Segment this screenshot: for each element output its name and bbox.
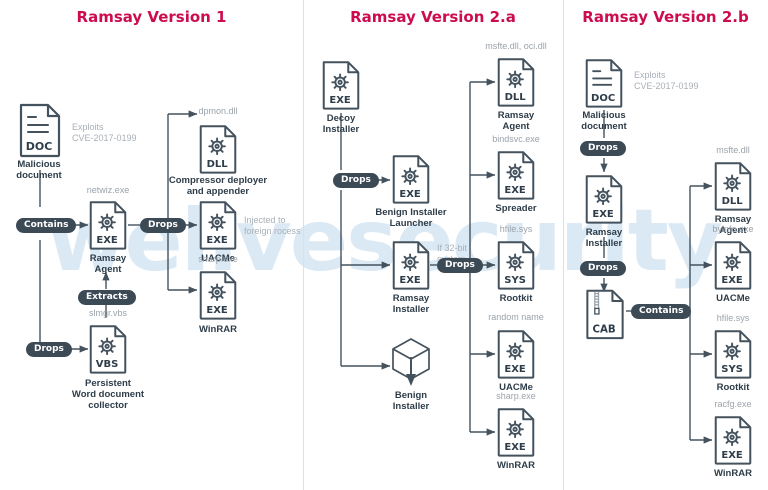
svg-text:DOC: DOC: [591, 93, 615, 104]
svg-text:EXE: EXE: [399, 189, 421, 200]
node-benign-installer-launcher-v2a: EXE: [391, 152, 431, 206]
column-divider-1: [303, 0, 304, 490]
label-winrar-v2a: WinRAR: [497, 460, 535, 471]
badge-contains-v2b: Contains: [631, 304, 692, 319]
svg-text:EXE: EXE: [206, 305, 228, 316]
column-divider-2: [563, 0, 564, 490]
svg-text:EXE: EXE: [329, 95, 351, 106]
label-spreader-v2a: Spreader: [495, 203, 537, 214]
svg-text:DLL: DLL: [722, 196, 744, 207]
label-rootkit-v2a: Rootkit: [499, 293, 533, 304]
node-winrar-v2b: EXE: [713, 413, 753, 467]
svg-text:CAB: CAB: [592, 325, 615, 336]
svg-text:SYS: SYS: [721, 364, 743, 375]
node-uacme-v2a: EXE: [496, 327, 536, 381]
svg-text:VBS: VBS: [96, 359, 119, 370]
toplabel-dpmon-v1: dpmon.dll: [198, 106, 238, 116]
node-malicious-document-v2b: DOC: [584, 56, 624, 110]
label-uacme-v2a: UACMe: [499, 382, 533, 393]
toplabel-winrar-v2a: sharp.exe: [496, 391, 536, 401]
node-ramsay-agent-v2a: DLL: [496, 55, 536, 109]
node-cab-archive-v2b: CAB: [584, 288, 626, 340]
label-winrar-v2b: WinRAR: [714, 468, 752, 479]
badge-drops-installer-v2a: Drops: [437, 258, 483, 273]
node-rootkit-v2a: SYS: [496, 238, 536, 292]
svg-text:EXE: EXE: [504, 185, 526, 196]
svg-text:DOC: DOC: [26, 140, 53, 153]
node-winrar-v1: EXE: [198, 268, 238, 322]
badge-contains-v1: Contains: [16, 218, 77, 233]
label-rootkit-v2b: Rootkit: [716, 382, 750, 393]
svg-text:DLL: DLL: [505, 92, 527, 103]
node-malicious-document-v1: DOC: [18, 102, 62, 158]
badge-drops-bottom-v1: Drops: [26, 342, 72, 357]
node-rootkit-v2b: SYS: [713, 327, 753, 381]
svg-text:EXE: EXE: [96, 235, 118, 246]
node-ramsay-agent-v1: EXE: [88, 198, 128, 252]
toplabel-ramsay-agent-v2a: msfte.dll, oci.dll: [485, 41, 547, 51]
node-benign-installer-v2a: [388, 336, 434, 390]
badge-drops-installer-v2b: Drops: [580, 261, 626, 276]
svg-text:EXE: EXE: [399, 275, 421, 286]
node-winrar-v2a: EXE: [496, 405, 536, 459]
node-compressor-deployer-v1: DLL: [198, 122, 238, 176]
label-uacme-v2b: UACMe: [716, 293, 750, 304]
node-ramsay-agent-v2b: DLL: [713, 159, 753, 213]
svg-text:SYS: SYS: [504, 275, 526, 286]
toplabel-ramsay-agent-v2b: msfte.dll: [716, 145, 750, 155]
toplabel-rootkit-v2a: hfile.sys: [499, 224, 533, 234]
badge-drops-decoy-v2a: Drops: [333, 173, 379, 188]
node-spreader-v2a: EXE: [496, 148, 536, 202]
svg-text:EXE: EXE: [504, 364, 526, 375]
badge-extracts-v1: Extracts: [78, 290, 136, 305]
toplabel-uacme-v2b: byinfo.exe: [712, 224, 754, 234]
node-ramsay-installer-v2b: EXE: [584, 172, 624, 226]
toplabel-rootkit-v2b: hfile.sys: [716, 313, 750, 323]
column-title-v2a: Ramsay Version 2.a: [350, 8, 516, 26]
node-persistent-collector-v1: VBS: [88, 322, 128, 376]
svg-text:EXE: EXE: [721, 275, 743, 286]
svg-text:EXE: EXE: [592, 209, 614, 220]
badge-drops-top-v1: Drops: [140, 218, 186, 233]
toplabel-sharp-v1: sharp.exe: [198, 254, 238, 264]
node-ramsay-installer-v2a: EXE: [391, 238, 431, 292]
badge-drops-doc-v2b: Drops: [580, 141, 626, 156]
svg-text:EXE: EXE: [504, 442, 526, 453]
toplabel-netwiz-v1: netwiz.exe: [86, 185, 130, 195]
toplabel-spreader-v2a: bindsvc.exe: [492, 134, 540, 144]
svg-text:EXE: EXE: [206, 235, 228, 246]
column-title-v1: Ramsay Version 1: [76, 8, 227, 26]
label-uacme-v1: UACMe: [201, 253, 235, 264]
toplabel-slmgr-v1: slmgr.vbs: [88, 308, 127, 318]
node-decoy-installer-v2a: EXE: [321, 58, 361, 112]
toplabel-uacme-v2a: random name: [488, 312, 544, 322]
label-winrar-v1: WinRAR: [199, 324, 237, 335]
column-title-v2b: Ramsay Version 2.b: [582, 8, 749, 26]
toplabel-winrar-v2b: racfg.exe: [714, 399, 752, 409]
node-uacme-v2b: EXE: [713, 238, 753, 292]
svg-text:EXE: EXE: [721, 450, 743, 461]
svg-text:DLL: DLL: [207, 159, 229, 170]
node-uacme-v1: EXE: [198, 198, 238, 252]
